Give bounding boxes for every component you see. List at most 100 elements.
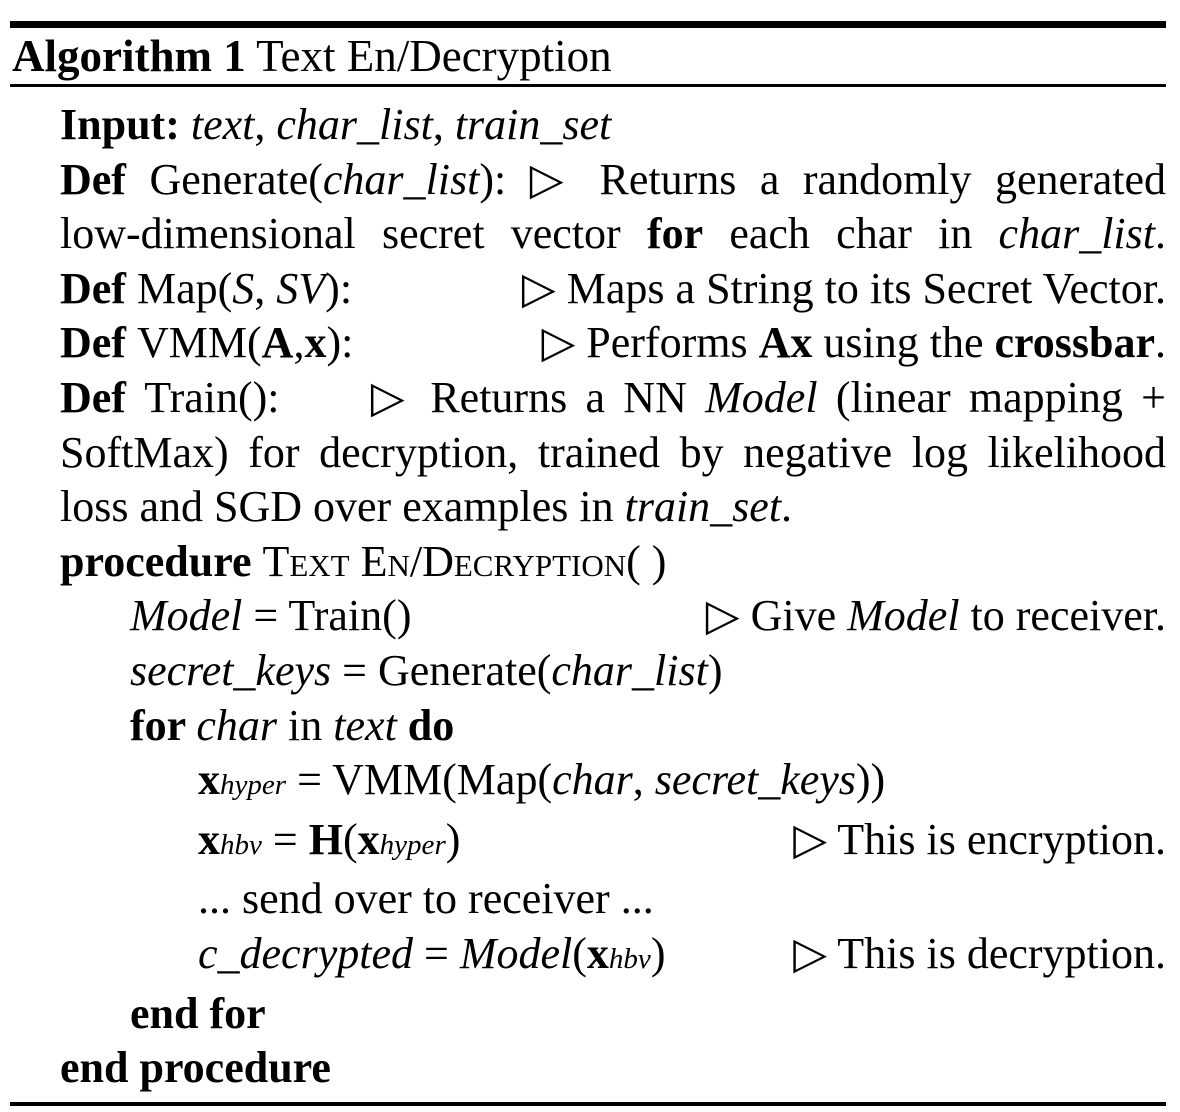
plain-text: ): — [325, 263, 353, 313]
keyword-text: end procedure — [60, 1043, 331, 1093]
keyword-text: x — [586, 928, 609, 978]
plain-text: Maps a String to its Secret Vector. — [566, 263, 1166, 313]
algorithm-header: Algorithm 1 Text En/Decryption — [10, 28, 1166, 84]
plain-text: ): — [479, 154, 530, 204]
algo-line-15: ... send over to receiver ... — [10, 872, 1166, 927]
keyword-text: Input: — [60, 100, 191, 149]
plain-text: Returns a NN — [412, 372, 706, 422]
variable-text: train_set — [454, 100, 612, 149]
keyword-text: Def — [60, 154, 150, 204]
plain-text: Returns a randomly generated — [576, 154, 1166, 204]
plain-text: to receiver. — [959, 591, 1166, 641]
algo-line-6: Def Train(): ▷ Returns a NN Model (linea… — [10, 371, 1166, 426]
plain-text: , — [293, 318, 305, 368]
variable-text: c_decrypted — [198, 928, 413, 978]
comment-triangle-icon: ▷ — [521, 263, 567, 313]
plain-text: Performs — [586, 318, 759, 368]
keyword-text: Def — [60, 318, 137, 368]
keyword-text: Def — [60, 372, 145, 422]
algo-line-2: Def Generate(char_list): ▷ Returns a ran… — [10, 153, 1166, 208]
variable-text: char_list — [551, 645, 708, 695]
plain-text: ) — [650, 928, 666, 978]
algo-line-16: c_decrypted = Model(xhbv) ▷ This is decry… — [10, 927, 1166, 987]
keyword-text: for — [130, 700, 197, 750]
variable-text: Model — [705, 372, 818, 422]
plain-text: using the — [812, 318, 995, 368]
top-rule — [10, 21, 1166, 28]
comment-triangle-icon: ▷ — [541, 318, 587, 368]
algorithm-title: Text En/Decryption — [256, 31, 612, 81]
bottom-rule — [10, 1101, 1166, 1106]
plain-text: ... send over to receiver ... — [198, 874, 654, 924]
plain-text: ): — [326, 318, 354, 368]
algorithm-sheet: Algorithm 1 Text En/Decryption Input: te… — [10, 0, 1166, 1106]
comment: ▷ This is decryption. — [793, 927, 1166, 982]
variable-text: char — [552, 755, 633, 805]
plain-text: ) — [445, 814, 461, 864]
algo-line-17: end for — [10, 987, 1166, 1042]
plain-text: = Generate( — [331, 645, 552, 695]
subscript-text: hbv — [220, 828, 262, 861]
plain-text: (linear mapping + — [817, 372, 1166, 422]
subscript-text: hbv — [608, 942, 651, 975]
plain-text: = Train() — [242, 591, 412, 641]
variable-text: Model — [130, 591, 243, 641]
variable-text: secret_keys — [130, 645, 332, 695]
plain-text: ( — [572, 928, 587, 978]
keyword-text: x — [198, 814, 220, 864]
plain-text: = — [413, 928, 460, 978]
keyword-text: x — [304, 318, 327, 368]
comment: ▷ This is encryption. — [793, 813, 1166, 868]
algo-line-9: procedure Text En/Decryption( ) — [10, 535, 1166, 590]
variable-text: char_list — [322, 154, 480, 204]
plain-text: SoftMax) for decryption, trained by nega… — [60, 427, 1166, 477]
keyword-text: x — [357, 814, 380, 864]
plain-text: = VMM(Map( — [286, 755, 553, 805]
keyword-text: Ax — [758, 318, 813, 368]
algo-line-13: xhyper = VMM(Map(char, secret_keys)) — [10, 753, 1166, 813]
keyword-text: do — [396, 700, 455, 750]
algo-line-11: secret_keys = Generate(char_list) — [10, 644, 1166, 699]
plain-text: Map( — [136, 263, 233, 313]
plain-text: . — [1155, 318, 1166, 368]
keyword-text: x — [198, 755, 220, 805]
plain-text: low-dimensional secret vector — [60, 209, 647, 259]
plain-text: ( — [342, 814, 358, 864]
statement: Def VMM(A,x): — [60, 316, 353, 371]
comment: ▷ Give Model to receiver. — [706, 589, 1166, 644]
plain-text: , — [254, 100, 277, 149]
plain-text: = — [261, 814, 309, 864]
keyword-text: for — [646, 209, 704, 259]
header-rule — [10, 84, 1166, 87]
keyword-text: crossbar — [994, 318, 1155, 368]
keyword-text: procedure — [60, 536, 263, 586]
plain-text: Give — [750, 591, 848, 641]
keyword-text: Def — [60, 263, 137, 313]
comment: ▷ Maps a String to its Secret Vector. — [522, 262, 1166, 317]
plain-text: ( ) — [626, 536, 667, 586]
plain-text: , — [254, 263, 277, 313]
comment-triangle-icon: ▷ — [529, 154, 577, 204]
keyword-text: end for — [130, 988, 266, 1038]
variable-text: text — [333, 700, 397, 750]
plain-text: . — [781, 482, 793, 532]
plain-text: loss and SGD over examples in — [60, 482, 625, 532]
plain-text: This is encryption. — [837, 814, 1166, 864]
plain-text: . — [1155, 209, 1166, 259]
variable-text: secret_keys — [654, 755, 856, 805]
keyword-text: A — [261, 318, 294, 368]
algo-line-14: xhbv = H(xhyper)▷ This is encryption. — [10, 813, 1166, 873]
variable-text: Model — [459, 928, 573, 978]
plain-text: , — [432, 100, 455, 149]
plain-text: ) — [707, 645, 723, 695]
algo-line-3: low-dimensional secret vector for each c… — [10, 207, 1166, 262]
comment-triangle-icon: ▷ — [370, 372, 413, 422]
variable-text: char — [196, 700, 278, 750]
subscript-text: hyper — [220, 769, 287, 802]
plain-text: )) — [855, 755, 886, 805]
subscript-text: hyper — [379, 828, 446, 861]
variable-text: S — [232, 263, 255, 313]
algo-line-18: end procedure — [10, 1041, 1166, 1096]
plain-text: each char in — [703, 209, 999, 259]
